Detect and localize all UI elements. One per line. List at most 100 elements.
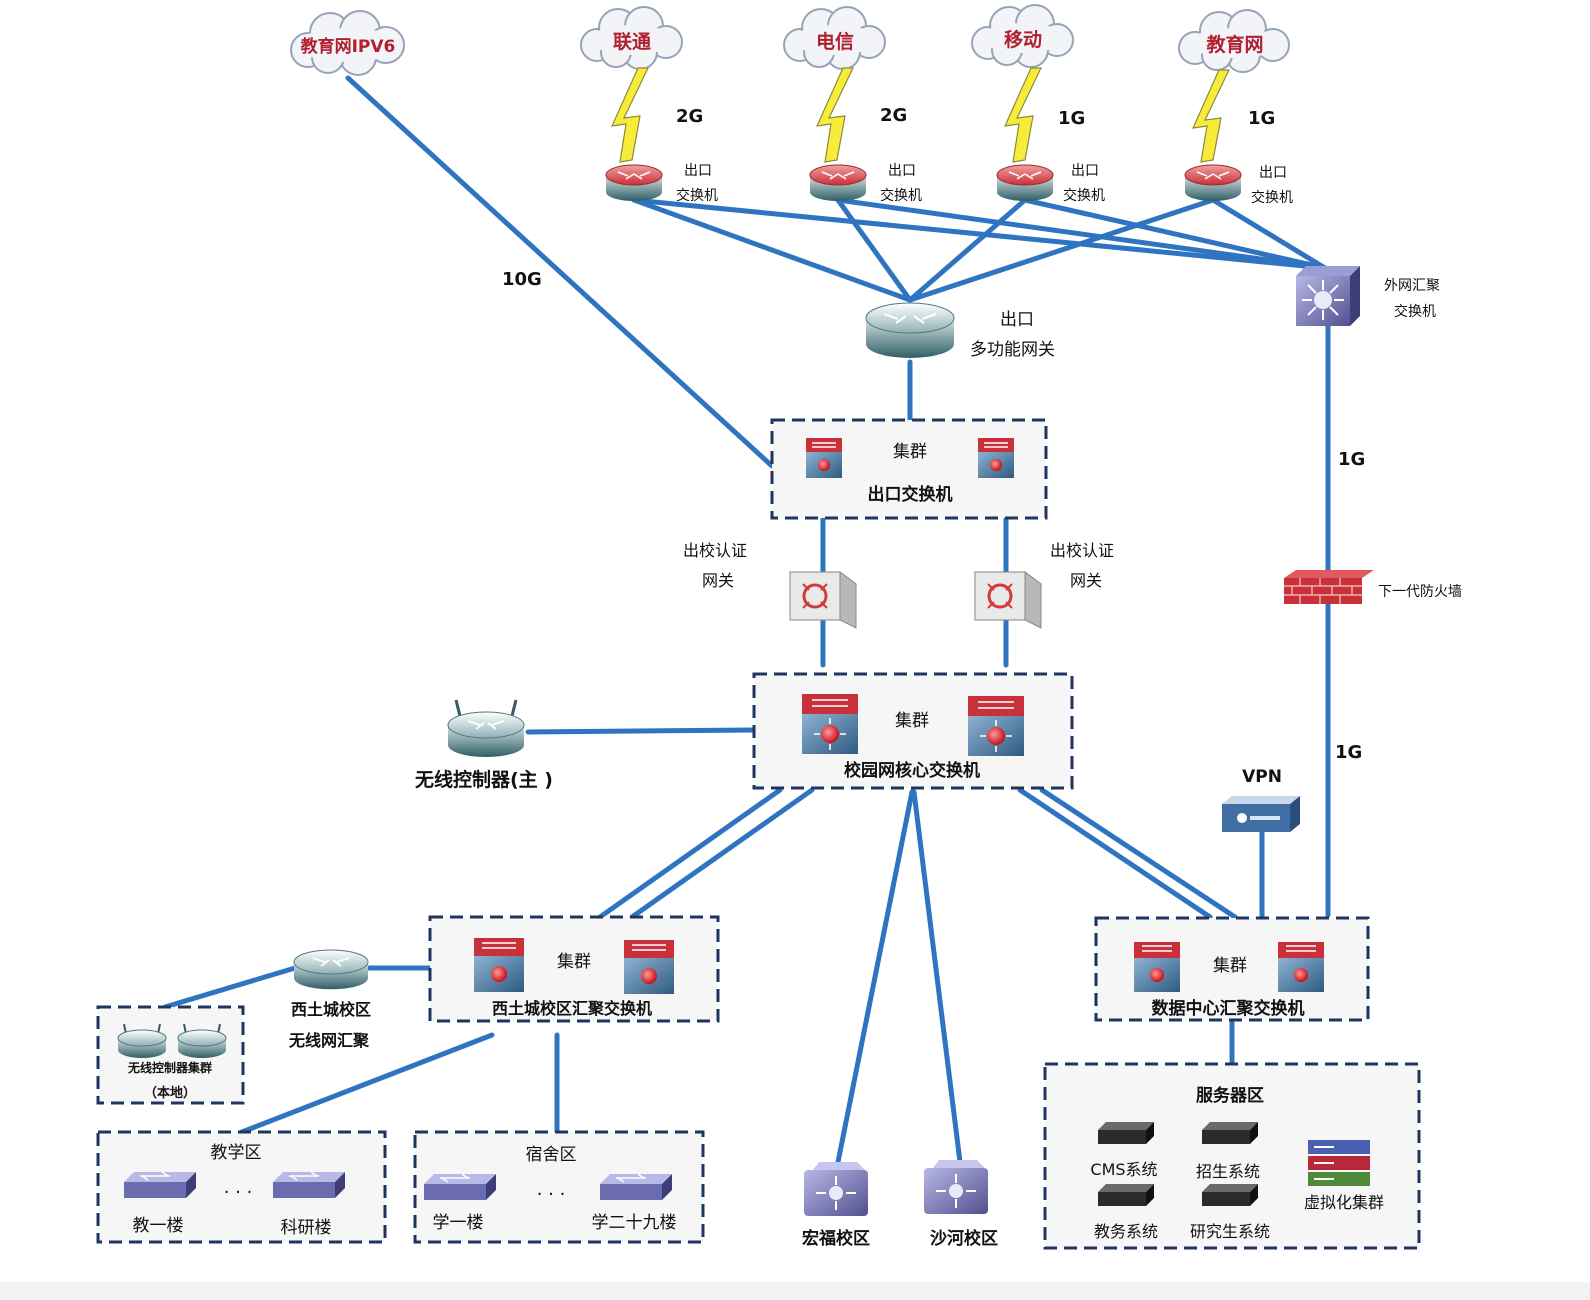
router-icon (1184, 164, 1242, 201)
datacenter-aggregation-cluster: 集群 数据中心汇聚交换机 (1094, 916, 1370, 1022)
zone-ellipsis: · · · (537, 1184, 566, 1205)
server-icon (1202, 1122, 1258, 1144)
link-firewall-lower-bandwidth: 1G (1335, 742, 1362, 763)
link-core-hongfu (835, 789, 915, 1165)
cluster-title: 西土城校区汇聚交换机 (492, 999, 652, 1018)
cluster-title: 出口交换机 (868, 484, 953, 505)
zone-title: 宿舍区 (526, 1145, 577, 1165)
exit-router-mobile: 出口 交换机 (996, 163, 1105, 204)
exit-router-label-line1: 出口 (1259, 165, 1287, 181)
campus-label: 沙河校区 (930, 1228, 998, 1249)
cloud-ipv6: 教育网IPV6 (290, 10, 405, 76)
link-core-dc-b (1039, 787, 1238, 920)
auth-gateway-label-line1: 出校认证 (683, 541, 747, 560)
link-telecom-bandwidth: 2G (880, 105, 907, 126)
building-label: 学一楼 (433, 1213, 484, 1233)
server-label-graduate: 研究生系统 (1190, 1222, 1270, 1241)
gateway-label-line2: 多功能网关 (970, 340, 1055, 360)
lightning-icon (611, 67, 649, 163)
exit-router-telecom: 出口 交换机 (809, 163, 922, 204)
core-switch-icon (802, 694, 858, 754)
exit-router-label-line2: 交换机 (880, 187, 922, 204)
link-xtc-teaching (239, 1032, 495, 1135)
server-area: 服务器区 CMS系统 招生系统 教务系统 研 (1043, 1062, 1421, 1250)
cloud-icon (1178, 9, 1290, 73)
core-switch-icon (474, 938, 524, 992)
auth-gateway-icon (788, 571, 858, 629)
wireless-router-icon (447, 699, 525, 757)
cloud-icon (580, 6, 683, 70)
link-r1-gateway (631, 197, 913, 303)
hongfu-campus: 宏福校区 (802, 1162, 870, 1249)
auth-gateway-label-line1: 出校认证 (1050, 541, 1114, 560)
exit-router-cernet: 出口 交换机 (1184, 164, 1293, 206)
server-area-title: 服务器区 (1196, 1085, 1264, 1106)
link-ipv6-bandwidth: 10G (502, 269, 542, 290)
exit-multifunction-gateway: 出口 多功能网关 (865, 302, 1055, 360)
exit-router-label-line2: 交换机 (1251, 189, 1293, 206)
auth-gateway-label-line2: 网关 (702, 571, 734, 590)
link-core-dc-a (1017, 787, 1213, 920)
exit-router-label-line2: 交换机 (676, 187, 718, 204)
cluster-tag: 集群 (557, 952, 591, 972)
auth-gateway-left: 出校认证 网关 (683, 541, 858, 629)
server-icon (1098, 1184, 1154, 1206)
wireless-router-icon (177, 1023, 227, 1058)
auth-gateway-icon (973, 571, 1043, 629)
auth-gateway-label-line2: 网关 (1070, 571, 1102, 590)
link-r1-extagg (631, 197, 1328, 271)
link-r2-gateway (835, 197, 913, 303)
external-aggregation-label-line1: 外网汇聚 (1384, 278, 1440, 294)
server-label-admissions: 招生系统 (1196, 1162, 1260, 1181)
core-switch-icon (806, 438, 842, 478)
cluster-tag: 集群 (1213, 956, 1247, 976)
core-switch-icon (1134, 942, 1180, 992)
link-core-xtc-b (629, 787, 815, 920)
campus-label: 宏福校区 (802, 1228, 870, 1249)
exit-router-label-line1: 出口 (1071, 163, 1099, 179)
exit-router-label-line1: 出口 (888, 163, 916, 179)
campus-core-cluster: 集群 校园网核心交换机 (752, 672, 1074, 790)
firewall-label: 下一代防火墙 (1378, 584, 1462, 600)
zone-ellipsis: · · · (224, 1182, 253, 1203)
cloud-icon (290, 10, 405, 76)
link-r3-gateway (907, 197, 1028, 303)
router-icon (996, 164, 1054, 201)
teaching-zone: 教学区 · · · 教一楼 科研楼 (96, 1130, 387, 1244)
access-switch-icon (124, 1171, 196, 1198)
wireless-controller-cluster: 无线控制器集群 （本地） (96, 1005, 245, 1105)
link-r3-extagg (1022, 197, 1328, 271)
campus-switch-icon (924, 1160, 988, 1214)
core-switch-icon (968, 696, 1024, 756)
link-wlc-core (525, 727, 757, 735)
core-switch-icon (624, 940, 674, 994)
cloud-unicom: 联通 (580, 6, 683, 70)
building-label: 学二十九楼 (592, 1213, 677, 1233)
router-icon (809, 164, 867, 201)
wireless-router-icon (117, 1023, 167, 1058)
virtualization-cluster-icon (1308, 1140, 1370, 1186)
vpn-appliance: VPN (1222, 767, 1300, 832)
xitucheng-wireless-aggregation: 西土城校区 无线网汇聚 (288, 949, 371, 1050)
cloud-telecom-label: 电信 (816, 30, 854, 53)
zone-title: 教学区 (211, 1143, 262, 1163)
vpn-label: VPN (1242, 767, 1282, 787)
building-label: 教一楼 (133, 1216, 184, 1236)
cloud-cernet: 教育网 (1178, 9, 1290, 73)
wireless-aggregation-label-line1: 西土城校区 (291, 1000, 371, 1019)
vpn-icon (1222, 796, 1300, 832)
lightning-icon (816, 67, 854, 163)
link-r4-gateway (907, 197, 1216, 303)
access-switch-icon (600, 1173, 672, 1200)
firewall-icon (1284, 570, 1374, 604)
wireless-cluster-label: 无线控制器集群 (127, 1060, 212, 1075)
dorm-zone: 宿舍区 · · · 学一楼 学二十九楼 (413, 1130, 705, 1244)
exit-switch-cluster: 集群 出口交换机 (770, 418, 1048, 520)
exit-router-unicom: 出口 交换机 (605, 163, 718, 204)
link-cernet-bandwidth: 1G (1248, 108, 1275, 129)
cluster-tag: 集群 (895, 711, 929, 731)
cluster-tag: 集群 (893, 442, 927, 462)
aggregation-switch-icon (1296, 266, 1360, 326)
link-wlagg-wlcluster (162, 965, 298, 1010)
